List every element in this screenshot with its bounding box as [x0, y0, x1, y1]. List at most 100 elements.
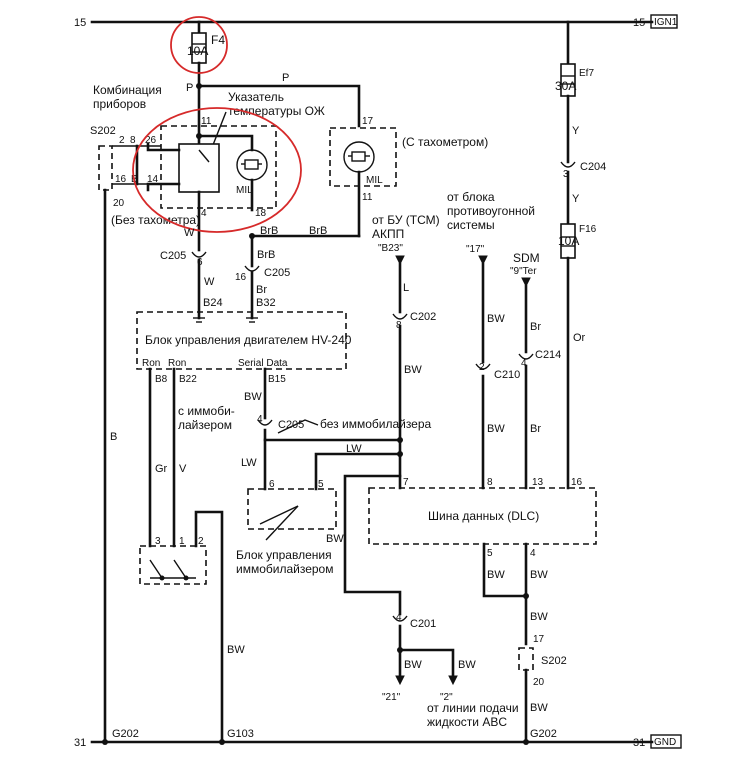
pin-11-label: 11	[201, 116, 212, 127]
tcm-source: от БУ (ТСМ) АКПП "B23"	[372, 213, 440, 266]
immo-block-line1: Блок управления	[236, 548, 332, 562]
rail-top-left-num: 15	[74, 17, 86, 29]
wire-label-br2: Br	[530, 321, 541, 333]
wire-label-br3: Br	[530, 423, 541, 435]
c205-pin4-connector	[257, 419, 273, 426]
c210-connector	[475, 363, 491, 370]
ecm-serial: Serial Data	[238, 358, 288, 369]
tcm-line2: АКПП	[372, 227, 404, 241]
s202-pin-17: 17	[533, 634, 545, 645]
tcm-line1: от БУ (ТСМ)	[372, 213, 440, 227]
immo-block-line2: иммобилайзером	[236, 562, 333, 576]
gnd-tag-frame	[650, 734, 682, 749]
c205-pin6-connector	[191, 251, 207, 258]
wire-label-brb2: BrB	[309, 225, 327, 237]
pin-8-label: 8	[130, 135, 136, 146]
c201-label: C201	[410, 618, 436, 630]
c204-label: C204	[580, 161, 606, 173]
wire-label-w2: W	[204, 276, 215, 288]
fuse-ef7-name: Ef7	[579, 68, 594, 79]
with-tacho-label: (С тахометром)	[402, 135, 488, 149]
c210-pin-2: 2	[479, 362, 485, 373]
dlc-pin-13: 13	[532, 477, 544, 488]
tacho-mil-icon	[343, 141, 375, 173]
wire-label-bw-ground: BW	[227, 644, 245, 656]
wire-label-v: V	[179, 463, 187, 475]
c204-connector	[560, 161, 576, 168]
cluster-title-line1: Комбинация	[93, 83, 162, 97]
wire-label-y1: Y	[572, 125, 580, 137]
wire-label-brb1: BrB	[260, 225, 278, 237]
mil-label: MIL	[236, 185, 253, 196]
pin-b32-label: B32	[256, 297, 276, 309]
wire-label-bw-c202: BW	[404, 364, 422, 376]
output-21-arrow	[395, 675, 405, 686]
s202-pin-20-label: 20	[113, 198, 125, 209]
ecm-dashed-frame	[136, 311, 347, 370]
immo-relay: 3 1 2	[139, 536, 207, 585]
immo-with-line2: лайзером	[178, 418, 232, 432]
ecm-block: Блок управления двигателем HV-240 Ron Ro…	[136, 311, 352, 385]
ign1-tag-frame	[650, 14, 678, 29]
wire-label-bw-serial: BW	[244, 391, 262, 403]
c201-pin-4: 4	[396, 612, 402, 623]
immo-with-line1: с иммоби-	[178, 404, 235, 418]
dlc-pin-5: 5	[487, 548, 493, 559]
pin-26-label: 26	[145, 135, 157, 146]
output-2-arrow	[448, 675, 458, 686]
fuse-f4-name: F4	[211, 33, 225, 47]
wire-label-p2: P	[282, 72, 289, 84]
g202-left: G202	[112, 728, 139, 740]
rail-ign1: 15 15 IGN1	[74, 14, 678, 29]
c204-pin-3: 3	[563, 169, 569, 180]
fuse-ef7: Ef7 30A	[555, 20, 594, 97]
pin-14-label: 14	[147, 174, 159, 185]
fuse-f4: F4 10A	[170, 16, 228, 88]
wire-label-bw-dlc5: BW	[487, 569, 505, 581]
dlc-title: Шина данных (DLC)	[428, 509, 539, 523]
wire-label-or: Or	[573, 332, 586, 344]
output-21: "21"	[382, 692, 401, 703]
wire-label-y2: Y	[572, 193, 580, 205]
s202-label-right: S202	[541, 655, 567, 667]
dlc-block: Шина данных (DLC) 7 8 13 16 5 4	[368, 477, 597, 559]
abs-line2: жидкости ABC	[427, 715, 507, 729]
c202-label: C202	[410, 311, 436, 323]
pin-18-label: 18	[255, 208, 267, 219]
fuse-f16: F16 10A	[558, 223, 597, 259]
s202-dashed-frame	[98, 145, 113, 191]
ecm-pin-b8: B8	[155, 374, 168, 385]
relay-pin-2: 2	[198, 536, 204, 547]
c202-connector	[392, 313, 408, 320]
fuse-ef7-rating: 30A	[555, 79, 576, 93]
highlight-circle-fuse	[170, 16, 228, 74]
wire-label-bw-dlc4: BW	[530, 569, 548, 581]
tacho-pin-11: 11	[362, 192, 373, 203]
s202-splice-frame	[518, 647, 534, 671]
wire-label-bw-s202a: BW	[530, 611, 548, 623]
mil-lamp-icon	[236, 149, 268, 181]
c205-label-1: C205	[160, 250, 186, 262]
c210-label: C210	[494, 369, 520, 381]
fuse-f4-rating: 10A	[187, 44, 208, 58]
sdm-name: SDM	[513, 251, 540, 265]
s202-pin-20: 20	[533, 677, 545, 688]
c214-label: C214	[535, 349, 561, 361]
abs-line1: от линии подачи	[427, 701, 519, 715]
pin-2-label: 2	[119, 135, 125, 146]
no-tacho-label: (Без тахометра)	[111, 213, 200, 227]
output-2: "2"	[440, 692, 453, 703]
gnd-tag: GND	[654, 737, 676, 748]
temp-gauge	[178, 143, 220, 193]
gauge-label-line2: температуры ОЖ	[228, 104, 325, 118]
wire-label-lw2: LW	[346, 443, 362, 455]
immo-pin-6: 6	[269, 479, 275, 490]
wire-label-lw1: LW	[241, 457, 257, 469]
g202-right: G202	[530, 728, 557, 740]
wire-label-b: B	[110, 431, 117, 443]
ecm-ron-2: Ron	[168, 358, 186, 369]
antitheft-line2: противоугонной	[447, 204, 535, 218]
dlc-pin-8: 8	[487, 477, 493, 488]
s202-label-left: S202	[90, 125, 116, 137]
